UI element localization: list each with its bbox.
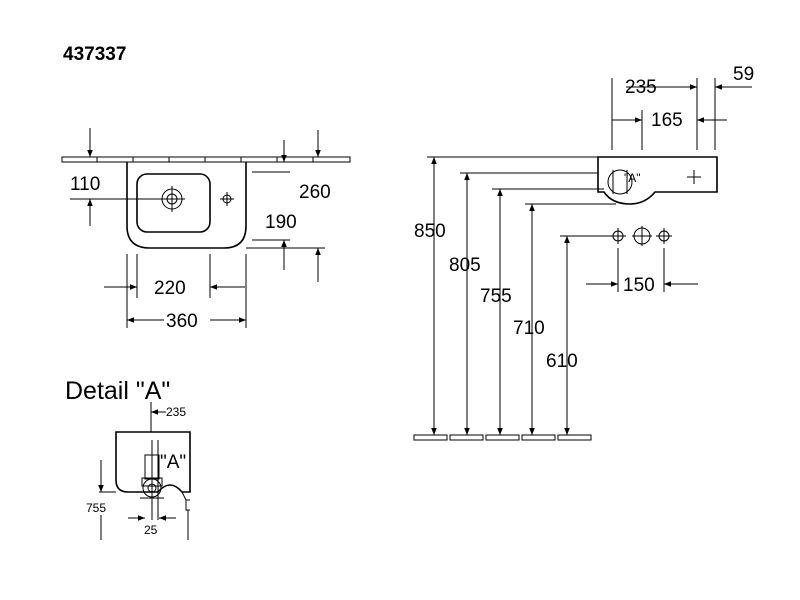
height-755-label: 755 bbox=[480, 286, 512, 307]
detail-dim-25: 25 bbox=[128, 515, 176, 537]
side-dim-150-label: 150 bbox=[623, 275, 655, 296]
basin-side-profile bbox=[597, 156, 718, 205]
dim-220: 220 bbox=[104, 254, 245, 299]
height-805: 805 bbox=[449, 173, 481, 435]
height-reference-lines bbox=[427, 156, 616, 237]
dim-190: 190 bbox=[252, 140, 297, 270]
side-dim-150: 150 bbox=[586, 248, 698, 296]
dim-260: 260 bbox=[246, 130, 331, 282]
bowl-outline bbox=[136, 173, 211, 233]
detail-dim-25-label: 25 bbox=[144, 523, 158, 537]
detail-drain-fitting bbox=[140, 440, 164, 520]
dim-110-label: 110 bbox=[70, 174, 100, 195]
detail-dim-235-label: 235 bbox=[166, 405, 186, 419]
side-dim-165: 165 bbox=[612, 110, 727, 131]
height-610-label: 610 bbox=[546, 351, 578, 372]
side-drain-symbol bbox=[607, 169, 633, 195]
side-detail-marker: "A" bbox=[624, 171, 641, 185]
height-755: 755 bbox=[480, 189, 512, 435]
height-805-label: 805 bbox=[449, 255, 481, 276]
height-610: 610 bbox=[546, 236, 578, 435]
dim-110: 110 bbox=[70, 128, 160, 226]
wall-strip bbox=[61, 156, 351, 163]
detail-dim-755: 755 bbox=[86, 460, 116, 540]
floor-tiles bbox=[413, 434, 592, 441]
side-dim-59: 59 bbox=[715, 64, 754, 90]
height-850-label: 850 bbox=[414, 221, 446, 242]
height-710: 710 bbox=[513, 204, 545, 435]
dim-260-label: 260 bbox=[299, 182, 331, 203]
detail-a: Detail "A" 235 "A" 755 bbox=[65, 377, 191, 540]
supply-connections bbox=[610, 226, 672, 246]
basin-outline bbox=[126, 162, 247, 249]
side-dim-165-label: 165 bbox=[651, 110, 683, 131]
height-850: 850 bbox=[414, 157, 446, 435]
product-code: 437337 bbox=[63, 44, 126, 65]
detail-marker: "A" bbox=[160, 452, 186, 473]
dim-360: 360 bbox=[126, 254, 247, 332]
side-view: "A" 235 59 165 bbox=[413, 64, 754, 441]
top-view: 110 260 190 220 bbox=[61, 128, 351, 332]
drain-symbol bbox=[159, 186, 185, 212]
detail-title: Detail "A" bbox=[65, 377, 170, 405]
dim-190-label: 190 bbox=[265, 212, 297, 233]
side-dim-235-label: 235 bbox=[625, 77, 657, 98]
tap-hole-symbol bbox=[220, 192, 234, 206]
detail-dim-755-label: 755 bbox=[86, 501, 106, 515]
side-dim-235: 235 bbox=[625, 77, 697, 98]
side-dim-59-label: 59 bbox=[733, 64, 754, 85]
dim-360-label: 360 bbox=[166, 311, 198, 332]
side-tap-symbol bbox=[687, 170, 701, 184]
height-710-label: 710 bbox=[513, 318, 545, 339]
dim-220-label: 220 bbox=[154, 278, 186, 299]
